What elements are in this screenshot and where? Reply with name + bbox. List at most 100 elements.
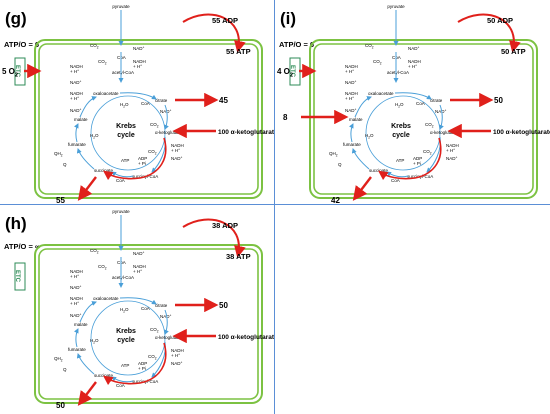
- arrow-citrate-akg: [439, 104, 444, 130]
- arrow-mal-oaa: [79, 96, 97, 118]
- nadh-label-3: NADH: [345, 91, 358, 96]
- akg-label: α-ketoglutarate: [155, 130, 186, 135]
- arrow-mal-oaa: [354, 96, 372, 118]
- vertical-divider: [274, 0, 275, 414]
- h2o-label-2: H2O: [90, 338, 99, 344]
- nad-label-5: NAD+: [171, 155, 183, 161]
- cycle-label: cycle: [392, 132, 410, 139]
- h-label-1: + H+: [408, 63, 417, 69]
- arrow-fum-mal: [348, 123, 354, 143]
- q-label: Q: [63, 367, 67, 372]
- krebs-label: Krebs: [391, 123, 411, 130]
- co2-label-4: CO2: [148, 149, 157, 155]
- malate-influx-value: 8: [283, 113, 288, 122]
- oxaloacetate-label: oxaloacetate: [93, 91, 119, 96]
- arrow-mal-oaa: [79, 301, 97, 323]
- malate-label: malate: [74, 322, 88, 327]
- krebs-label: Krebs: [116, 328, 136, 335]
- krebs-cycle-ring: [365, 95, 441, 171]
- adp-label: 55 ADP: [212, 16, 238, 25]
- co2-label-2: CO2: [98, 59, 107, 65]
- h2o-label-2: H2O: [90, 133, 99, 139]
- oxaloacetate-label: oxaloacetate: [93, 296, 119, 301]
- arrow-fum-mal: [73, 123, 79, 143]
- adp-small-label: ADP: [138, 156, 147, 161]
- qh2-label: QH2: [329, 151, 338, 157]
- nad-label-3: NAD+: [70, 312, 82, 318]
- h2o-label-1: H2O: [120, 307, 129, 313]
- h2o-label-1: H2O: [120, 102, 129, 108]
- citrate-label: citrate: [155, 98, 168, 103]
- horizontal-divider: [0, 204, 550, 205]
- adp-small-label: ADP: [138, 361, 147, 366]
- nadh-label-4: NADH: [171, 143, 184, 148]
- nad-label-1: NAD+: [408, 45, 420, 51]
- adp-small-label: ADP: [413, 156, 422, 161]
- atp-o-ratio: ATP/O = 6: [4, 40, 39, 49]
- pyruvate-label: pyruvate: [112, 209, 130, 214]
- nadh-label-1: NADH: [133, 264, 146, 269]
- nadh-label-3: NADH: [70, 296, 83, 301]
- nadh-label-4: NADH: [446, 143, 459, 148]
- outer-membrane: [34, 39, 263, 199]
- akg-label: α-ketoglutarate: [430, 130, 461, 135]
- etc-label: ETC: [14, 270, 20, 283]
- succinate-label: succinate: [369, 168, 389, 173]
- co2-label-2: CO2: [373, 59, 382, 65]
- fumarate-label: fumarate: [68, 142, 86, 147]
- akg-influx-value: 100 α-ketoglutarate: [218, 129, 274, 136]
- fumarate-label: fumarate: [68, 347, 86, 352]
- nadh-label-4: NADH: [171, 348, 184, 353]
- h-label-3: + H+: [70, 95, 79, 101]
- inner-membrane: [38, 43, 259, 195]
- succinate-label: succinate: [94, 373, 114, 378]
- succinate-efflux-arrow: [77, 381, 97, 406]
- acetyl-coa-label: acetyl-CoA: [387, 70, 409, 75]
- coa-label-3: CoA: [391, 178, 400, 183]
- h2o-label-1: H2O: [395, 102, 404, 108]
- cycle-label: cycle: [117, 337, 135, 344]
- panel-letter: (h): [5, 214, 27, 233]
- citrate-label: citrate: [155, 303, 168, 308]
- co2-label-4: CO2: [423, 149, 432, 155]
- oxygen-input: 4 O2: [277, 67, 293, 78]
- h-label-1: + H+: [133, 63, 142, 69]
- h-label-3: + H+: [70, 300, 79, 306]
- nad-label-4: NAD+: [160, 108, 172, 114]
- nad-label-2: NAD+: [345, 79, 357, 85]
- nadh-label-2: NADH: [70, 269, 83, 274]
- citrate-efflux-value: 45: [219, 96, 228, 105]
- qh2-label: QH2: [54, 356, 63, 362]
- pi-label: + Pi: [138, 366, 146, 371]
- atp-label: 50 ATP: [501, 47, 526, 56]
- co2-label-2: CO2: [98, 264, 107, 270]
- malate-label: malate: [349, 117, 363, 122]
- pi-label: + Pi: [138, 161, 146, 166]
- inner-membrane: [313, 43, 534, 195]
- phosphorylation-arrow: [182, 218, 246, 258]
- red-cycle-overlay: [103, 342, 167, 386]
- atp-small-label: ATP: [396, 158, 404, 163]
- h2o-label-2: H2O: [365, 133, 374, 139]
- malate-label: malate: [74, 117, 88, 122]
- red-cycle-overlay: [103, 137, 167, 181]
- red-cycle-overlay: [378, 137, 442, 181]
- atp-o-ratio: ATP/O = 6: [279, 40, 314, 49]
- akg-label: α-ketoglutarate: [155, 335, 186, 340]
- oxaloacetate-label: oxaloacetate: [368, 91, 394, 96]
- arrow-oaa-citrate: [119, 297, 157, 305]
- nad-label-3: NAD+: [345, 107, 357, 113]
- citrate-efflux-value: 50: [494, 96, 503, 105]
- nad-label-2: NAD+: [70, 284, 82, 290]
- coa-label-2: CoA: [416, 101, 425, 106]
- nadh-label-1: NADH: [133, 59, 146, 64]
- nadh-label-3: NADH: [70, 91, 83, 96]
- atp-label: 38 ATP: [226, 252, 251, 261]
- atp-o-ratio: ATP/O = ∞: [4, 242, 40, 251]
- citrate-label: citrate: [430, 98, 443, 103]
- arrow-succ-fum: [351, 148, 370, 170]
- outer-membrane: [309, 39, 538, 199]
- etc-label: ETC: [289, 65, 295, 78]
- fumarate-label: fumarate: [343, 142, 361, 147]
